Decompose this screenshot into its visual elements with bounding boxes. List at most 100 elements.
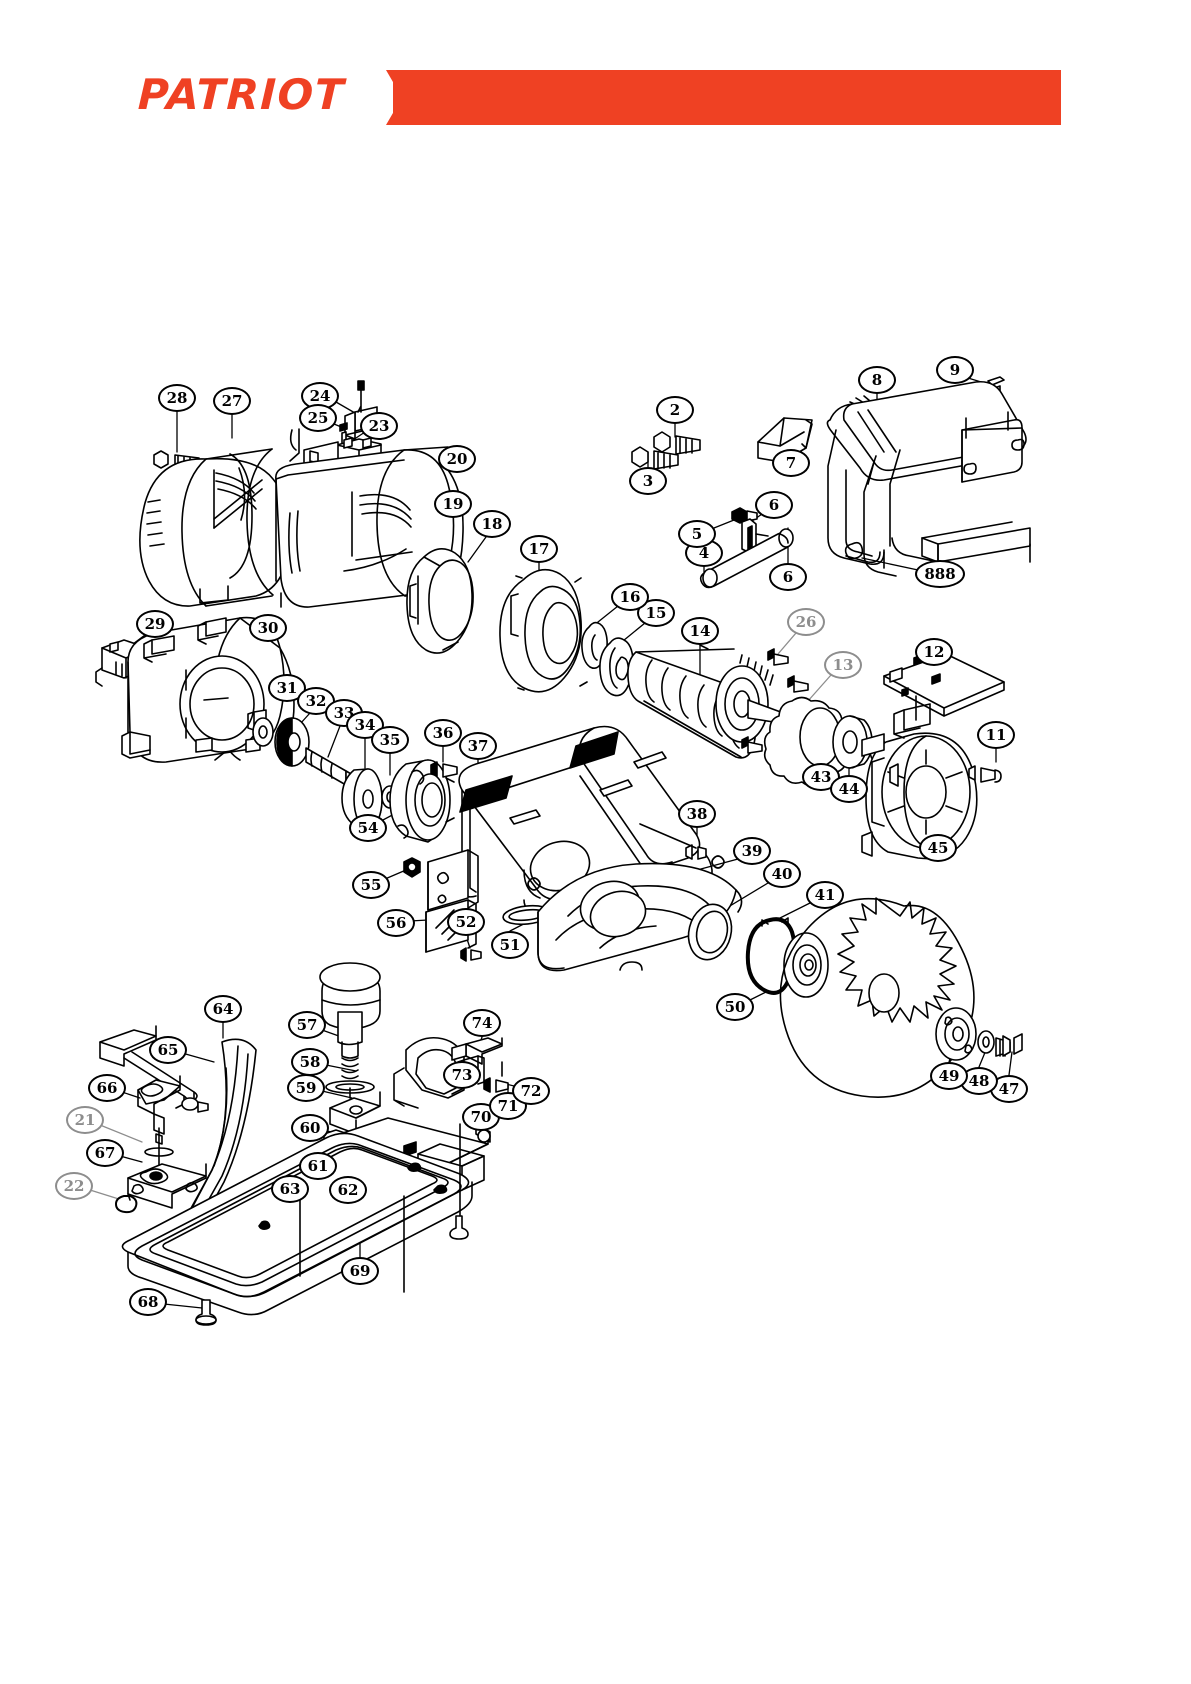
callout-7[interactable]: 7 <box>772 449 810 477</box>
callout-67[interactable]: 67 <box>86 1139 124 1167</box>
part-60-block <box>329 1087 381 1135</box>
part-45-gear-housing <box>861 695 978 860</box>
callout-64[interactable]: 64 <box>204 995 242 1023</box>
callout-6[interactable]: 6 <box>769 563 807 591</box>
callout-26[interactable]: 26 <box>787 608 825 636</box>
part-4-roller <box>699 528 794 589</box>
part-67-pivot-bracket <box>127 1163 207 1209</box>
callout-73[interactable]: 73 <box>443 1061 481 1089</box>
callout-69[interactable]: 69 <box>341 1257 379 1285</box>
part-50-flange <box>783 932 829 998</box>
callout-6[interactable]: 6 <box>755 491 793 519</box>
callout-40[interactable]: 40 <box>763 860 801 888</box>
leader-line-888 <box>861 557 919 571</box>
callout-57[interactable]: 57 <box>288 1011 326 1039</box>
callout-17[interactable]: 17 <box>520 535 558 563</box>
part-21-washer <box>144 1127 174 1177</box>
callout-62[interactable]: 62 <box>329 1176 367 1204</box>
callout-68[interactable]: 68 <box>129 1288 167 1316</box>
callout-59[interactable]: 59 <box>287 1074 325 1102</box>
callout-72[interactable]: 72 <box>512 1077 550 1105</box>
callout-58[interactable]: 58 <box>291 1048 329 1076</box>
part-58-shaft <box>337 1011 363 1059</box>
part-47-bolt <box>995 1033 1023 1057</box>
callout-22[interactable]: 22 <box>55 1172 93 1200</box>
part-11-screw <box>968 765 1002 783</box>
part-40-ring <box>687 903 733 961</box>
callout-35[interactable]: 35 <box>371 726 409 754</box>
part-52-screw <box>460 947 482 962</box>
part-74-bracket <box>451 1037 503 1065</box>
callout-63[interactable]: 63 <box>271 1175 309 1203</box>
callout-16[interactable]: 16 <box>611 583 649 611</box>
callout-2[interactable]: 2 <box>656 396 694 424</box>
callout-25[interactable]: 25 <box>299 404 337 432</box>
callout-44[interactable]: 44 <box>830 775 868 803</box>
part-55-nut <box>403 857 421 878</box>
callout-9[interactable]: 9 <box>936 356 974 384</box>
callout-51[interactable]: 51 <box>491 931 529 959</box>
callout-11[interactable]: 11 <box>977 721 1015 749</box>
callout-29[interactable]: 29 <box>136 610 174 638</box>
leader-line-66 <box>121 1091 141 1099</box>
callout-36[interactable]: 36 <box>424 719 462 747</box>
callout-15[interactable]: 15 <box>637 599 675 627</box>
part-57-knob <box>319 962 381 1030</box>
leader-line-55 <box>384 869 407 880</box>
leader-line-59 <box>321 1090 353 1099</box>
callout-60[interactable]: 60 <box>291 1114 329 1142</box>
part-30-stator-housing <box>121 616 295 763</box>
callout-55[interactable]: 55 <box>352 871 390 899</box>
part-56-bracket <box>425 849 479 953</box>
callout-20[interactable]: 20 <box>438 445 476 473</box>
callout-8[interactable]: 8 <box>858 366 896 394</box>
leader-line-26 <box>777 632 797 655</box>
part-68-bolt <box>195 1299 217 1326</box>
callout-49[interactable]: 49 <box>930 1062 968 1090</box>
part-32-gear <box>274 717 310 767</box>
part-22-circlip <box>115 1193 138 1214</box>
callout-41[interactable]: 41 <box>806 881 844 909</box>
callout-21[interactable]: 21 <box>66 1106 104 1134</box>
callout-74[interactable]: 74 <box>463 1009 501 1037</box>
callout-65[interactable]: 65 <box>149 1036 187 1064</box>
callout-52[interactable]: 52 <box>447 908 485 936</box>
callout-27[interactable]: 27 <box>213 387 251 415</box>
callout-66[interactable]: 66 <box>88 1074 126 1102</box>
callout-61[interactable]: 61 <box>299 1152 337 1180</box>
part-2-bolt <box>653 431 701 455</box>
callout-19[interactable]: 19 <box>434 490 472 518</box>
callout-18[interactable]: 18 <box>473 510 511 538</box>
leader-line-21 <box>99 1124 143 1143</box>
leader-line-18 <box>467 536 487 563</box>
callout-38[interactable]: 38 <box>678 800 716 828</box>
callout-56[interactable]: 56 <box>377 909 415 937</box>
leader-line-68 <box>163 1303 203 1309</box>
leader-line-33 <box>327 725 341 758</box>
part-38-screw <box>639 823 707 860</box>
leader-line-24 <box>335 401 356 414</box>
leader-line-67 <box>119 1155 143 1163</box>
callout-45[interactable]: 45 <box>919 834 957 862</box>
callout-12[interactable]: 12 <box>915 638 953 666</box>
callout-888[interactable]: 888 <box>915 560 965 588</box>
part-31-washer <box>252 717 274 747</box>
callout-37[interactable]: 37 <box>459 732 497 760</box>
callout-3[interactable]: 3 <box>629 467 667 495</box>
callout-28[interactable]: 28 <box>158 384 196 412</box>
callout-14[interactable]: 14 <box>681 617 719 645</box>
leader-line-58 <box>325 1064 357 1072</box>
part-5-screw <box>731 507 758 524</box>
callout-30[interactable]: 30 <box>249 614 287 642</box>
part-69-base-plate <box>121 1132 473 1316</box>
header-banner-bar <box>393 70 1061 125</box>
callout-13[interactable]: 13 <box>824 651 862 679</box>
callout-23[interactable]: 23 <box>360 412 398 440</box>
callout-39[interactable]: 39 <box>733 837 771 865</box>
callout-54[interactable]: 54 <box>349 814 387 842</box>
callout-50[interactable]: 50 <box>716 993 754 1021</box>
callout-34[interactable]: 34 <box>346 711 384 739</box>
callout-5[interactable]: 5 <box>678 520 716 548</box>
part-66-wing-screw <box>137 1075 181 1145</box>
